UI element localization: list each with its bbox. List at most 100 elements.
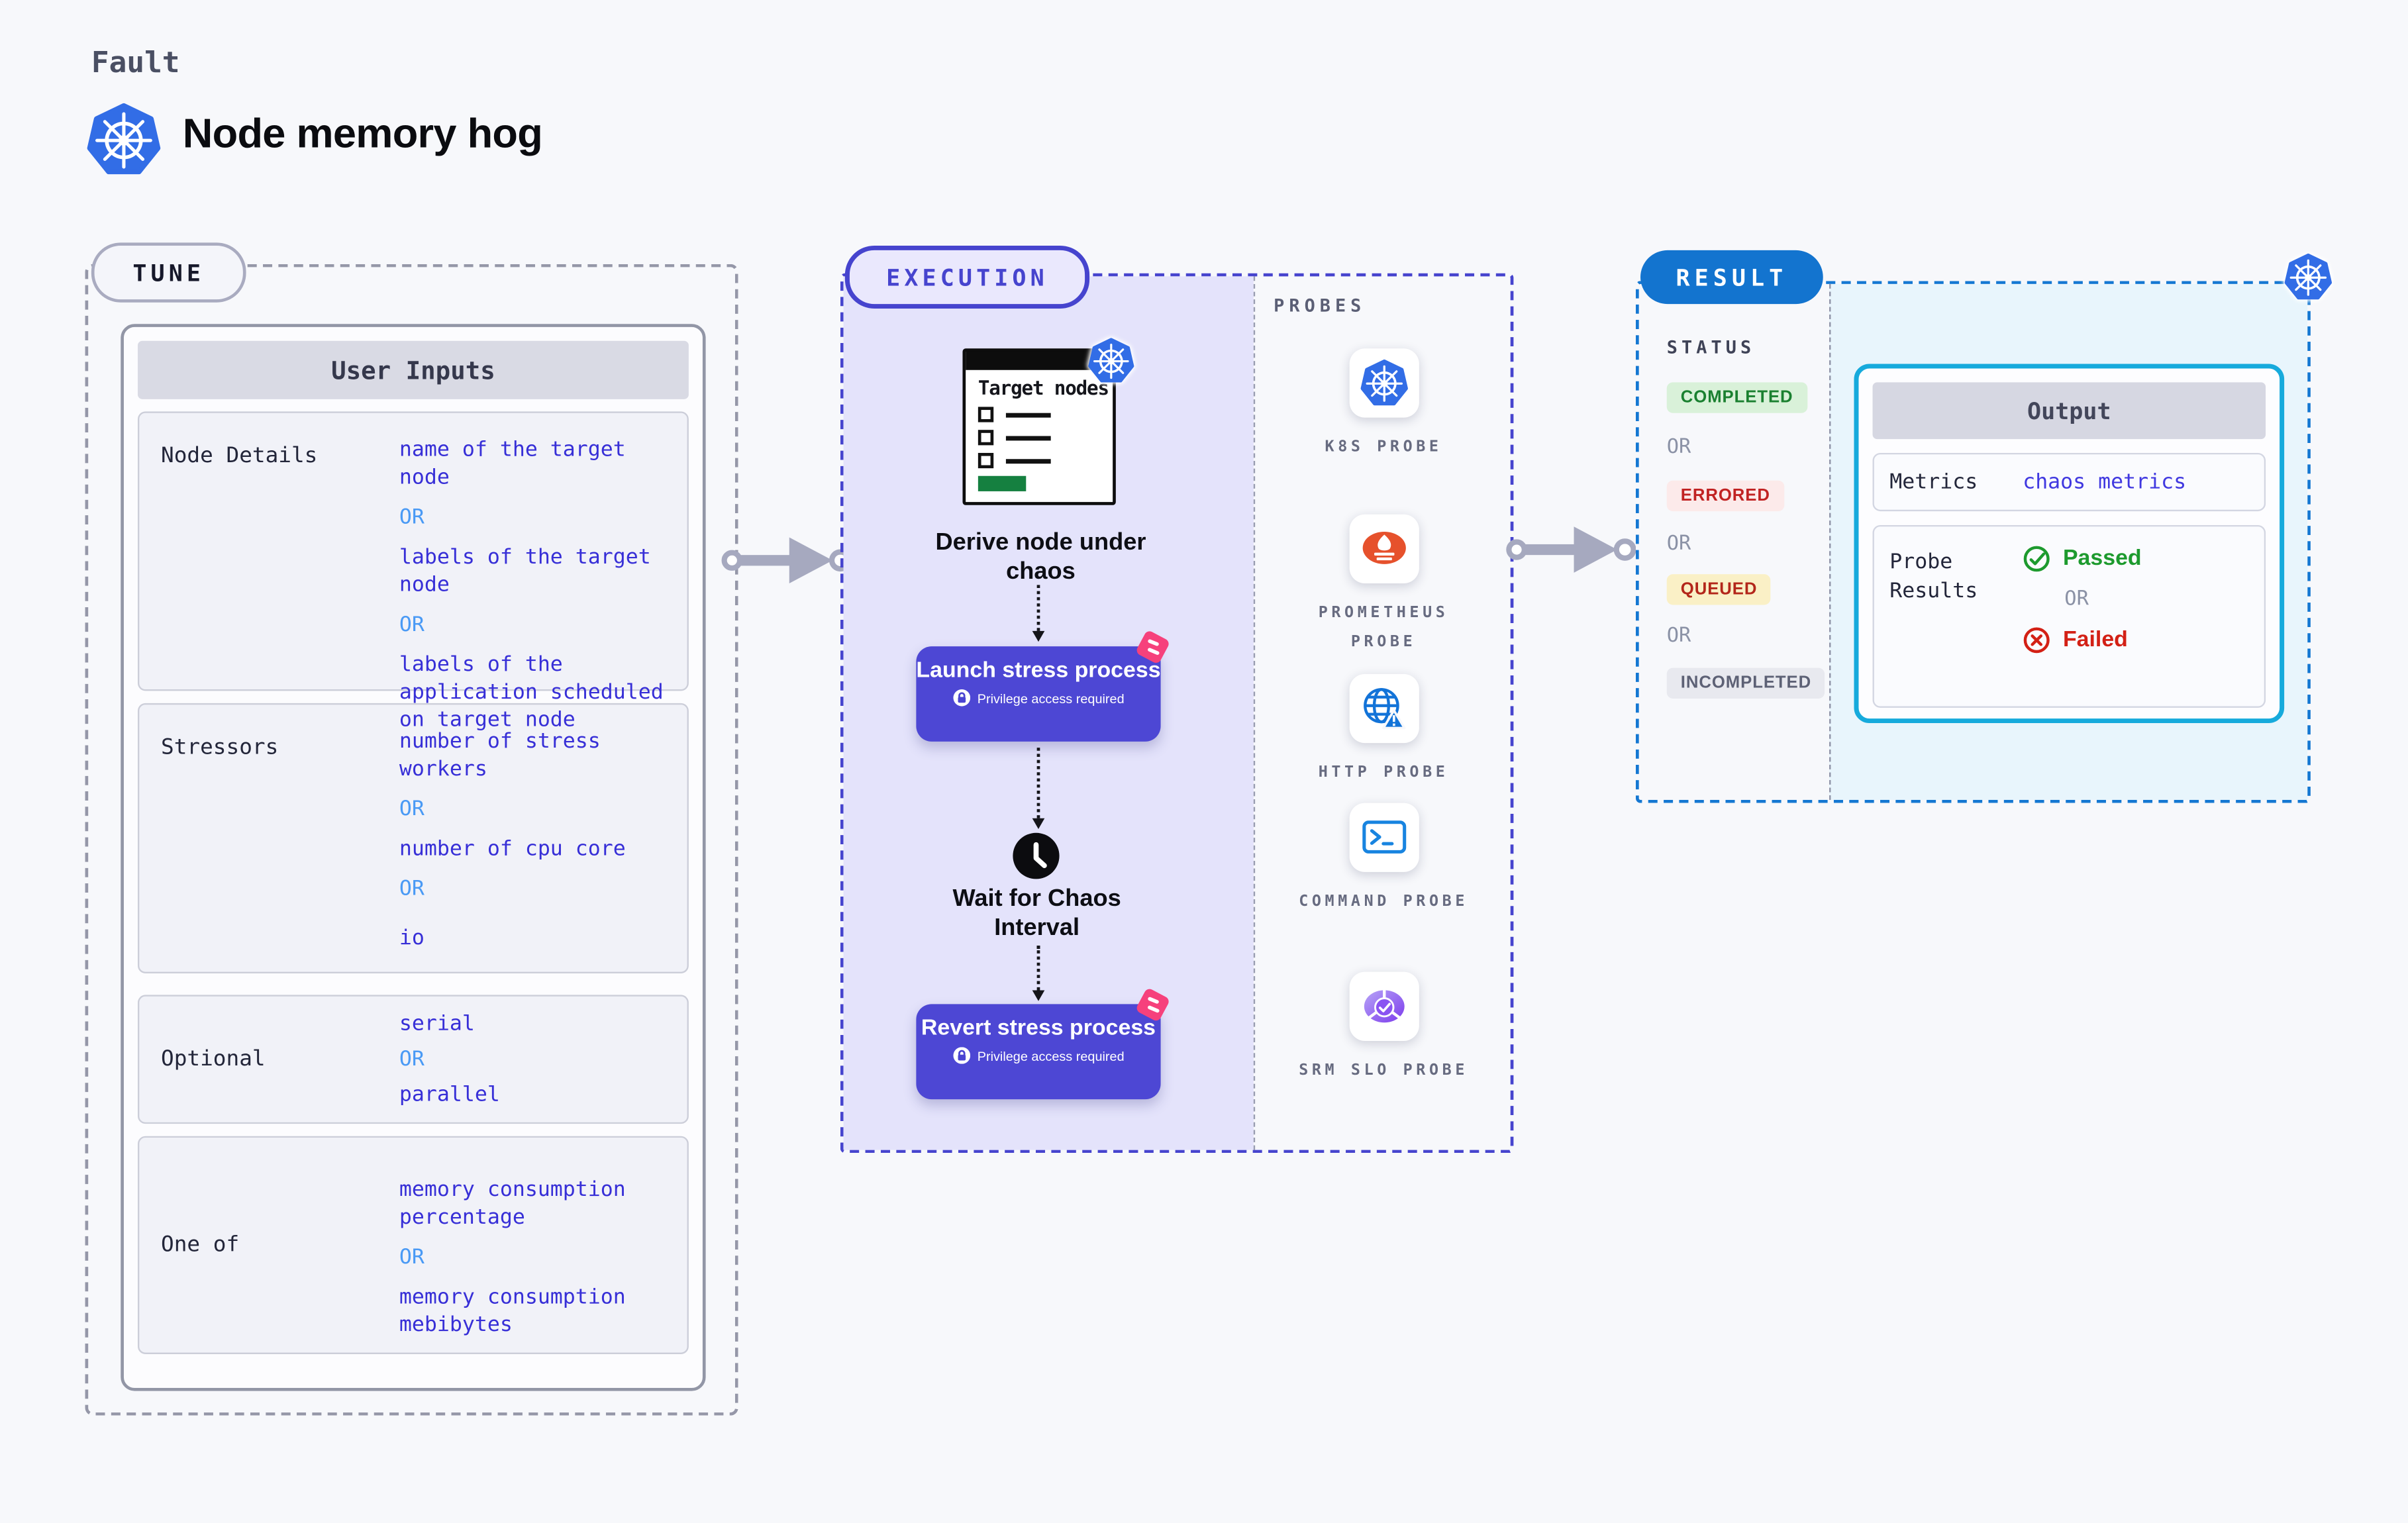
- green-bar: [978, 476, 1027, 492]
- status-badge-incompleted: INCOMPLETED: [1666, 667, 1826, 699]
- input-value: memory consumption percentage: [399, 1177, 626, 1230]
- launch-stress-label: Launch stress process: [916, 658, 1161, 683]
- result-badge: RESULT: [1640, 250, 1823, 305]
- input-value: memory consumption mebibytes: [399, 1285, 626, 1338]
- input-value: io: [399, 925, 425, 950]
- row-label: Stressors: [161, 735, 279, 760]
- flow-connector: [1031, 946, 1044, 1001]
- line-placeholder: [1005, 413, 1051, 417]
- status-badge-queued: QUEUED: [1666, 574, 1772, 605]
- probe-card: [1348, 971, 1419, 1041]
- probe-item-srm-slo: SRM SLO PROBE: [1254, 971, 1514, 1086]
- derive-node-caption: Derive node under chaos: [935, 529, 1146, 586]
- kubernetes-icon: [87, 103, 161, 176]
- launch-stress-button[interactable]: Launch stress process Privilege access r…: [916, 646, 1160, 742]
- lock-icon: [952, 1048, 970, 1065]
- status-divider: [1829, 283, 1831, 800]
- metrics-row: Metrics chaos metrics: [1872, 452, 2266, 512]
- input-value: serial: [399, 1011, 475, 1037]
- output-box: Output Metrics chaos metrics Probe Resul…: [1854, 364, 2285, 724]
- kubernetes-icon: [1360, 360, 1407, 407]
- execution-badge: EXECUTION: [844, 245, 1090, 309]
- chaos-flag-icon: [1133, 630, 1175, 671]
- card-titlebar: [966, 351, 1113, 370]
- status-title: STATUS: [1666, 336, 1756, 358]
- or-separator: OR: [1666, 624, 1691, 648]
- input-row-optional: Optional serial OR parallel: [137, 995, 689, 1124]
- failed-result: Failed: [2023, 626, 2141, 654]
- checkbox-icon: [978, 407, 994, 423]
- kubernetes-icon: [2284, 254, 2332, 301]
- probe-card: [1348, 803, 1419, 872]
- input-value: labels of the target node: [399, 544, 651, 597]
- row-label: Optional: [161, 1047, 266, 1072]
- output-title: Output: [1872, 382, 2266, 440]
- checkbox-row: [978, 407, 1113, 423]
- clock-icon: [1012, 832, 1060, 880]
- or-separator: OR: [2064, 588, 2089, 611]
- execution-panel: EXECUTION Target nodes Derive node under…: [840, 245, 1514, 1154]
- input-value: number of stress workers: [399, 729, 601, 782]
- probe-label: PROMETHEUS PROBE: [1318, 605, 1449, 652]
- revert-stress-button[interactable]: Revert stress process Privilege access r…: [916, 1004, 1160, 1100]
- revert-stress-label: Revert stress process: [921, 1016, 1156, 1041]
- x-circle-icon: [2023, 626, 2050, 654]
- checkbox-row: [978, 453, 1113, 469]
- input-row-one-of: One of memory consumption percentage OR …: [137, 1136, 689, 1354]
- page-title: Node memory hog: [182, 110, 543, 157]
- slo-donut-icon: [1360, 983, 1407, 1030]
- metrics-label: Metrics: [1889, 469, 1978, 494]
- privilege-note: Privilege access required: [977, 691, 1125, 707]
- row-label: Node Details: [161, 444, 318, 469]
- check-circle-icon: [2023, 545, 2050, 573]
- terminal-icon: [1360, 814, 1407, 861]
- probe-item-prometheus: PROMETHEUS PROBE: [1254, 514, 1514, 658]
- flow-arrow-tune-to-execution: [721, 531, 851, 589]
- or-separator: OR: [1666, 532, 1691, 556]
- probe-label: HTTP PROBE: [1318, 764, 1449, 782]
- probes-section: PROBES K8S PROBE PROMETHEUS PROBE HTTP P…: [1254, 276, 1514, 1150]
- probe-card: [1348, 348, 1419, 418]
- or-separator: OR: [399, 797, 425, 822]
- kubernetes-icon: [1088, 338, 1134, 384]
- probe-item-http: HTTP PROBE: [1254, 673, 1514, 788]
- input-value: number of cpu core: [399, 836, 626, 861]
- input-row-stressors: Stressors number of stress workers OR nu…: [137, 703, 689, 973]
- status-badge-completed: COMPLETED: [1666, 382, 1807, 413]
- target-nodes-title: Target nodes: [978, 376, 1109, 399]
- passed-label: Passed: [2062, 546, 2142, 571]
- probe-label: K8S PROBE: [1325, 439, 1442, 456]
- or-separator: OR: [399, 505, 425, 530]
- probe-card: [1348, 673, 1419, 744]
- user-inputs-title: User Inputs: [137, 340, 689, 399]
- or-separator: OR: [399, 1047, 425, 1072]
- checkbox-icon: [978, 430, 994, 446]
- or-separator: OR: [399, 1245, 425, 1270]
- or-separator: OR: [399, 612, 425, 637]
- input-value: labels of the application scheduled on t…: [399, 652, 664, 732]
- passed-result: Passed: [2023, 545, 2142, 573]
- probe-results-label: Probe Results: [1889, 550, 1978, 603]
- privilege-note: Privilege access required: [977, 1048, 1125, 1064]
- tune-badge: TUNE: [91, 242, 246, 303]
- line-placeholder: [1005, 459, 1051, 464]
- chaos-flag-icon: [1133, 987, 1175, 1029]
- or-separator: OR: [1666, 436, 1691, 460]
- probes-title: PROBES: [1274, 295, 1366, 317]
- probe-label: SRM SLO PROBE: [1299, 1062, 1469, 1079]
- http-globe-icon: [1360, 685, 1407, 732]
- probe-item-k8s: K8S PROBE: [1254, 348, 1514, 462]
- status-badge-errored: ERRORED: [1666, 480, 1784, 512]
- tune-panel: TUNE User Inputs Node Details name of th…: [85, 242, 738, 1416]
- flow-connector: [1031, 585, 1044, 642]
- prometheus-icon: [1360, 525, 1407, 573]
- input-value: name of the target node: [399, 437, 626, 490]
- lock-icon: [952, 690, 970, 707]
- input-row-node-details: Node Details name of the target node OR …: [137, 411, 689, 732]
- fault-eyebrow: Fault: [91, 46, 180, 80]
- result-panel: RESULT STATUS COMPLETED OR ERRORED OR QU…: [1635, 250, 2311, 803]
- chaos-metrics-link[interactable]: chaos metrics: [2023, 469, 2187, 495]
- row-label: One of: [161, 1232, 240, 1257]
